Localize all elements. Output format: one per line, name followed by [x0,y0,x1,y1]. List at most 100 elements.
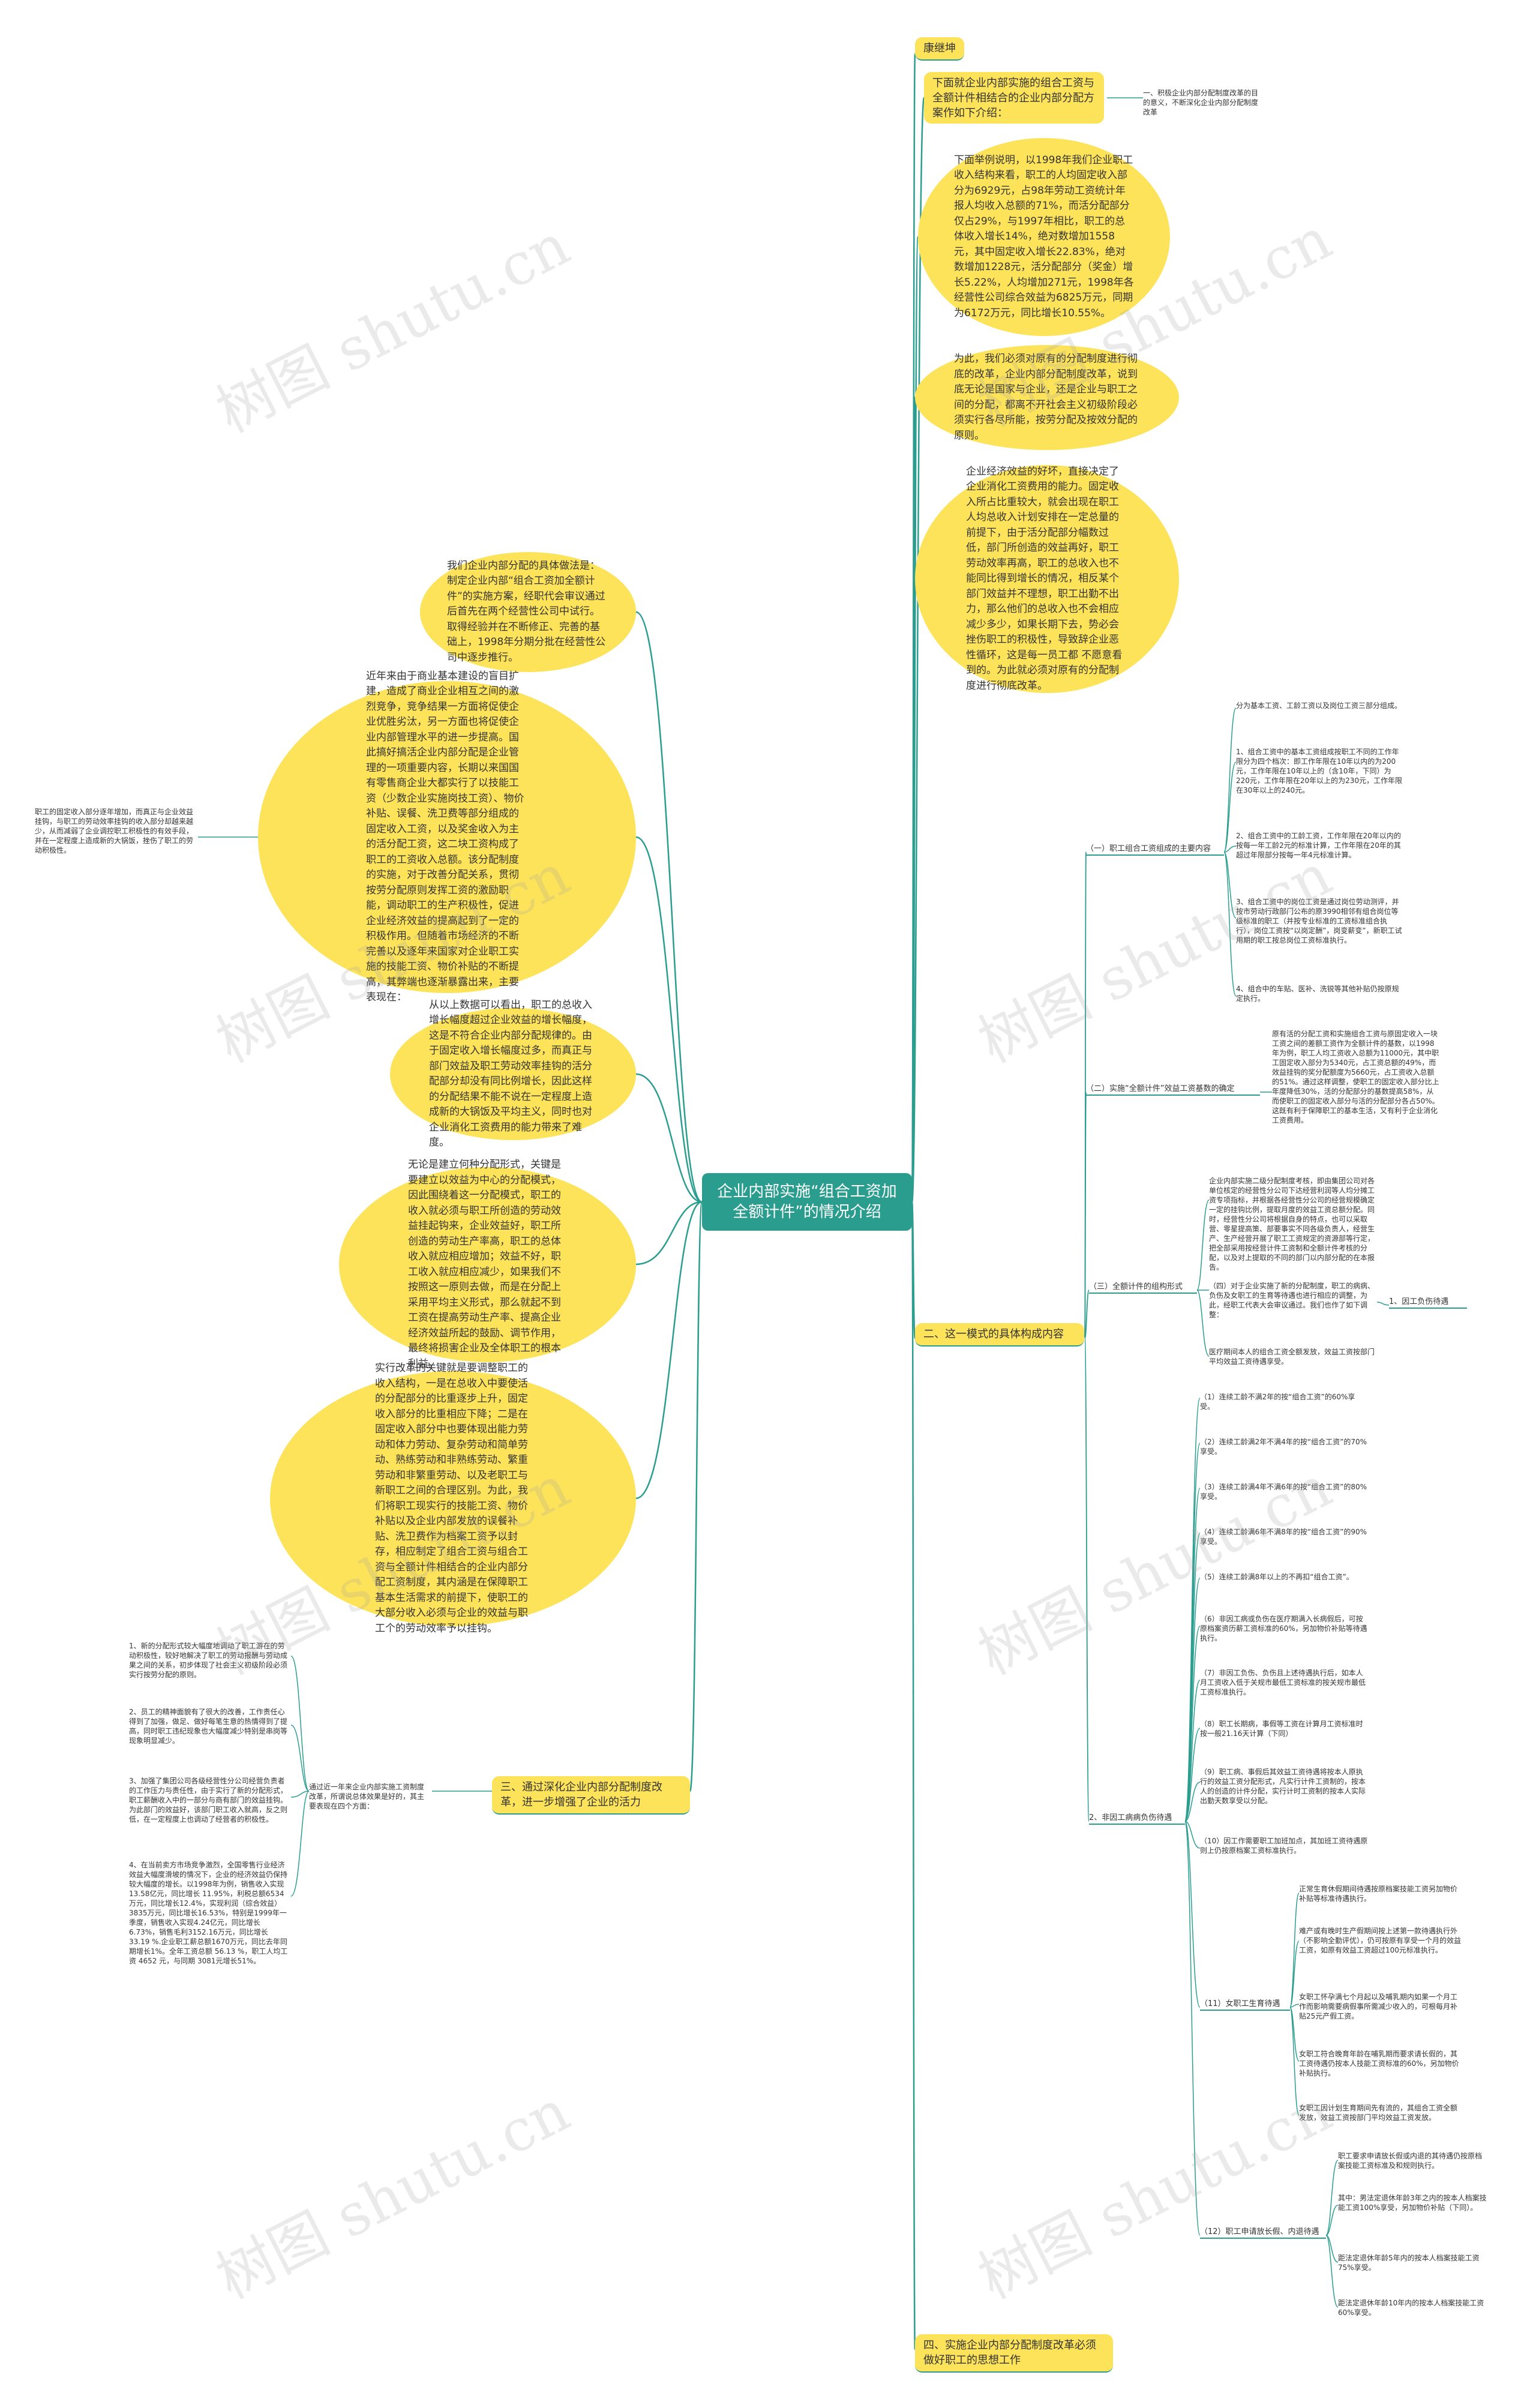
watermark: 树图 shutu.cn [206,211,580,446]
connector-line [1223,707,1237,853]
watermark: 树图 shutu.cn [206,2077,580,2312]
k5-item[interactable]: 女职工符合晚育年龄在哺乳期而要求请长假的，其工资待遇仍按本人技能工资标准的60%… [1299,2050,1459,2077]
list-item-effect-4[interactable]: 4、在当前卖方市场竞争激烈，全国零售行业经济效益大幅度滑坡的情况下，企业的经济效… [129,1861,288,1965]
connector-line [1084,1091,1087,1339]
connector-line [1376,1302,1390,1306]
connector-line [911,578,916,1203]
node-author[interactable]: 康继坤 [915,37,964,61]
node-k5-maternity[interactable]: （11）女职工生育待遇 [1200,1998,1290,2011]
node-section-three-summary[interactable]: 通过近一年来企业内部实施工资制度改革，所谓说总体效果是好的，其主要表现在四个方面… [309,1783,425,1810]
node-section-four[interactable]: 四、实施企业内部分配制度改革必须做好职工的思想工作 [915,2334,1113,2373]
connector-line [290,1791,310,1798]
connector-line [1223,845,1237,853]
k4-item[interactable]: （8）职工长期病，事假等工资在计算月工资标准时按一般21.16天计算（下同） [1200,1720,1363,1738]
node-specific-practice[interactable]: 我们企业内部分配的具体做法是：制定企业内部“组合工资加全额计件”的实施方案，经职… [420,552,636,672]
connector-line [635,1073,703,1203]
connector-line [1184,1488,1201,1822]
k5-item[interactable]: 女职工因计划生育期间先有流的，其组合工资全额发放，效益工资按部门平均效益工资发放… [1299,2104,1458,2122]
node-k4-sick-leave[interactable]: 2、非因工病病负伤待遇 [1089,1812,1185,1825]
connector-line [1084,1290,1090,1339]
connector-line [911,1201,916,1339]
k4-item[interactable]: （6）非因工病或负伤在医疗期满入长病假后，可按原档案资历薪工资标准的60%，另加… [1200,1615,1367,1642]
connector-line [1184,1578,1201,1822]
node-income-structure[interactable]: 实行改革的关键就是要调整职工的收入结构，一是在总收入中要使活的分配部分的比重逐步… [270,1362,636,1635]
k6-item[interactable]: 距法定退休年龄5年内的按本人档案技能工资75%享受。 [1338,2254,1480,2272]
k3-item[interactable]: （四）对于企业实施了新的分配制度，职工的病病、负伤及女职工的生育等待遇也进行相应… [1209,1282,1375,1319]
k3-item[interactable]: 医疗期间本人的组合工资全额发放，效益工资按部门平均效益工资待遇享受。 [1209,1348,1375,1366]
node-reform-principle[interactable]: 为此，我们必须对原有的分配制度进行彻底的改革，企业内部分配制度改革，说到底无论是… [915,345,1179,450]
connector-line [1223,761,1237,853]
k4-item[interactable]: （5）连续工龄满8年以上的不再扣“组合工资”。 [1200,1573,1354,1581]
k1-item[interactable]: 4、组合中的车贴、医补、洗锐等其他补贴仍按原规定执行。 [1236,985,1399,1003]
connector-line [911,236,919,1203]
node-background[interactable]: 近年来由于商业基本建设的盲目扩建，造成了商业企业相互之间的激烈竞争，竞争结果一方… [258,670,636,1003]
connector-line [911,396,916,1203]
connector-line [1289,1941,1300,2008]
watermark: 树图 shutu.cn [968,2077,1342,2312]
connector-line [635,836,703,1203]
connector-line [1289,2007,1300,2116]
k4-item[interactable]: （7）非因工负伤、负伤且上述待遇执行后，如本人月工资收入低于关规市最低工资标准的… [1200,1669,1366,1696]
k3-item[interactable]: 企业内部实施二级分配制度考核，即由集团公司对各单位核定的经营性分公司下达经营利润… [1209,1177,1375,1272]
node-economic-benefit[interactable]: 企业经济效益的好坏，直接决定了企业消化工资费用的能力。固定收入所占比重较大，就会… [915,465,1179,693]
connector-line [1289,1893,1300,2008]
k2-detail[interactable]: 原有活的分配工资和实施组合工资与原固定收入一块工资之间的差额工资作为全额计件的基… [1272,1030,1439,1124]
node-k1-composition[interactable]: （一）职工组合工资组成的主要内容 [1086,843,1224,856]
connector-line [1184,1821,1201,2236]
connector-line [290,1791,310,1897]
node-intro[interactable]: 下面就企业内部实施的组合工资与全额计件相结合的企业内部分配方案作如下介绍： [924,72,1104,124]
watermark: 树图 shutu.cn [968,1453,1342,1688]
connector-line [1184,1782,1201,1822]
k1-item[interactable]: 分为基本工资、工龄工资以及岗位工资三部分组成。 [1236,701,1402,710]
connector-line [1184,1398,1201,1822]
k3-leaf-injury[interactable]: 1、因工负伤待遇 [1389,1296,1467,1309]
connector-line [1184,1821,1201,2008]
connector-line [911,1201,916,2350]
connector-line [1325,2205,1339,2236]
connector-line [1184,1728,1201,1822]
node-background-child[interactable]: 职工的固定收入部分逐年增加，而真正与企业效益挂钩，与职工的劳动效率挂钩的收入部分… [35,808,194,854]
connector-line [1196,1199,1210,1291]
connector-line [1289,2007,1300,2062]
connector-line [1325,2235,1339,2263]
k4-item[interactable]: （10）因工作需要职工加班加点，其加班工资待遇原则上仍按原档案工资标准执行。 [1200,1837,1368,1855]
k6-item[interactable]: 其中：男法定退休年龄3年之内的按本人档案技能工资100%享受，另加物价补贴（下同… [1338,2194,1487,2212]
connector-line [1223,851,1237,997]
node-section-three[interactable]: 三、通过深化企业内部分配制度改革，进一步增强了企业的活力 [492,1776,690,1815]
connector-line [911,53,916,1203]
k1-item[interactable]: 1、组合工资中的基本工资组成按职工不同的工作年限分为四个档次：即工作年限在10年… [1236,748,1403,794]
node-section-two[interactable]: 二、这一模式的具体构成内容 [915,1323,1084,1347]
k4-item[interactable]: （3）连续工龄满4年不满6年的按“组合工资”的80%享受。 [1200,1483,1367,1501]
k5-item[interactable]: 难产或有晚时生产假期间按上述第一款待遇执行外（不影响全勤评优），仍可按原有享受一… [1299,1927,1462,1954]
k1-item[interactable]: 2、组合工资中的工龄工资，工作年限在20年以内的按每一年工龄2元的标准计算，工作… [1236,832,1401,859]
k4-item[interactable]: （2）连续工龄满2年不满4年的按“组合工资”的70%享受。 [1200,1438,1367,1456]
k4-item[interactable]: （4）连续工龄满6年不满8年的按“组合工资”的90%享受。 [1200,1528,1367,1546]
connector-line [1184,1443,1201,1822]
k1-item[interactable]: 3、组合工资中的岗位工资是通过岗位劳动测评，并按市劳动行政部门公布的原3990相… [1236,898,1402,944]
k6-item[interactable]: 距法定退休年龄10年内的按本人档案技能工资60%享受。 [1338,2299,1484,2317]
node-1998-data[interactable]: 下面举例说明，以1998年我们企业职工收入结构来看，职工的人均固定收入部分为69… [918,138,1170,336]
connector-line [1325,2160,1339,2236]
list-item-effect-1[interactable]: 1、新的分配形式较大幅度地调动了职工游在的劳动积极性，较好地解决了职工的劳动报酬… [129,1642,288,1679]
list-item-effect-2[interactable]: 2、员工的精神面貌有了很大的改善，工作责任心得到了加强，做足、做好每笔生意的热情… [129,1708,288,1745]
node-k6-long-leave[interactable]: （12）职工申请放长假、内退待遇 [1200,2226,1326,2239]
node-k2-base[interactable]: （二）实施“全额计件”效益工资基数的确定 [1086,1083,1260,1096]
list-item-effect-3[interactable]: 3、加强了集团公司各级经营性分公司经营负责者的工作压力与责任性，由于实行了新的分… [129,1777,288,1824]
k4-item[interactable]: （9）职工病、事假后其效益工资待遇将按本人原执行的效益工资分配形式，凡实行计件工… [1200,1768,1366,1805]
connector-line [1184,1680,1201,1822]
connector-line [635,611,703,1203]
k5-item[interactable]: 正常生育休假期间待遇按原档案技能工资另加物价补贴等标准待遇执行。 [1299,1885,1458,1903]
connector-line [635,1201,703,1266]
node-k3-structure[interactable]: （三）全额计件的组构形式 [1089,1281,1197,1294]
k6-item[interactable]: 职工要求申请放长假或内退的其待遇仍按原档案技能工资标准及和规则执行。 [1338,2152,1483,2170]
k4-item[interactable]: （1）连续工龄不满2年的按“组合工资”的60%享受。 [1200,1393,1355,1411]
connector-line [635,1201,703,1500]
node-benefit-centered-model[interactable]: 无论是建立何种分配形式，关键是要建立以效益为中心的分配模式，因此围绕着这一分配模… [339,1159,636,1370]
k5-item[interactable]: 女职工怀孕满七个月起以及哺乳期内如果一个月工作而影响需要病假事所需减少收入的，可… [1299,1993,1458,2020]
connector-line [1084,1338,1090,1822]
node-data-analysis[interactable]: 从以上数据可以看出，职工的总收入增长幅度超过企业效益的增长幅度，这是不符合企业内… [390,999,636,1148]
connector-line [1223,851,1237,919]
root-topic[interactable]: 企业内部实施“组合工资加全额计件”的情况介绍 [702,1173,912,1231]
node-intro-child[interactable]: 一、积极企业内部分配制度改革的目的意义，不断深化企业内部分配制度改革 [1143,89,1259,116]
connector-line [1325,2235,1339,2308]
